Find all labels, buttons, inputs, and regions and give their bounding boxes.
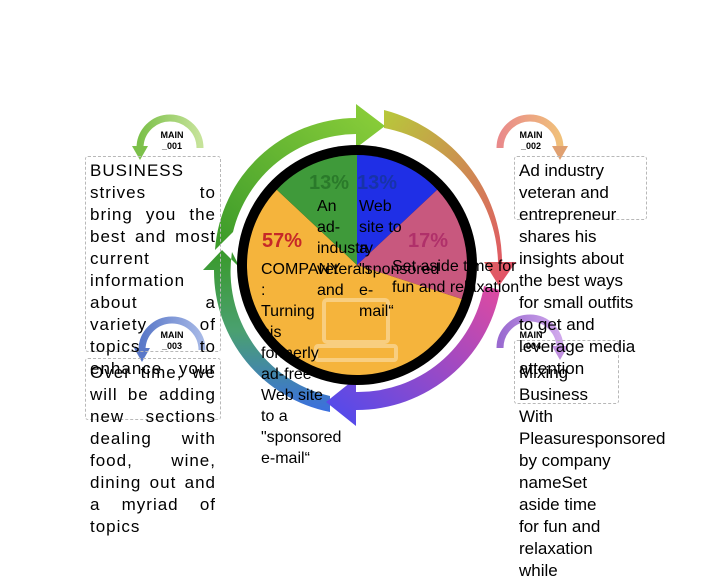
right-text-box: Ad industry veteran and entrepreneur sha… xyxy=(514,156,647,378)
pie-slice-57 xyxy=(246,189,462,375)
right-box-overflow-text: Mixing Business With Pleasuresponsored b… xyxy=(519,363,666,580)
tag-main-003: MAIN _003 xyxy=(160,330,184,351)
slice-57-text: COMPANY : Turning his formerly ad-free W… xyxy=(261,261,342,467)
tag-arrow-icon xyxy=(132,114,204,160)
pie-chart xyxy=(246,155,467,375)
tag-main-001: MAIN _001 xyxy=(160,130,184,151)
slice-13a-text: An ad-industry veteran and xyxy=(317,198,374,299)
right-bottom-text-box: Mixing Business With Pleasuresponsored b… xyxy=(514,340,665,580)
arrow-bottom xyxy=(326,286,500,426)
tag-arrow-icon xyxy=(496,314,568,360)
arrow-top-left xyxy=(215,104,385,250)
pie-slice-13 xyxy=(357,155,438,265)
left-bottom-text-box: Over time, we will be adding new section… xyxy=(85,358,221,536)
slice-17-text: Set aside time for fun and relaxation xyxy=(392,258,520,296)
pie-slice-17 xyxy=(357,189,467,299)
arrow-left xyxy=(203,250,330,412)
slice-17-percent: 17% xyxy=(408,230,449,252)
tag-arrow-icon xyxy=(496,114,568,160)
tag-main-002: MAIN _002 xyxy=(519,130,543,151)
tag-main-004: MAIN _004 xyxy=(519,330,543,351)
slice-57-percent: 57% xyxy=(262,230,303,252)
computer-watermark-icon xyxy=(314,298,398,362)
pie-slice-13 xyxy=(276,155,357,265)
slice-13a-percent: 13% xyxy=(309,172,350,194)
slice-13b-percent: 13% xyxy=(357,172,398,194)
left-top-text-box: BUSINESS strives to bring you the best a… xyxy=(85,156,221,378)
right-box-text: Ad industry veteran and entrepreneur sha… xyxy=(519,161,636,378)
arrow-top-right xyxy=(384,110,516,286)
cycle-diagram xyxy=(132,104,568,426)
